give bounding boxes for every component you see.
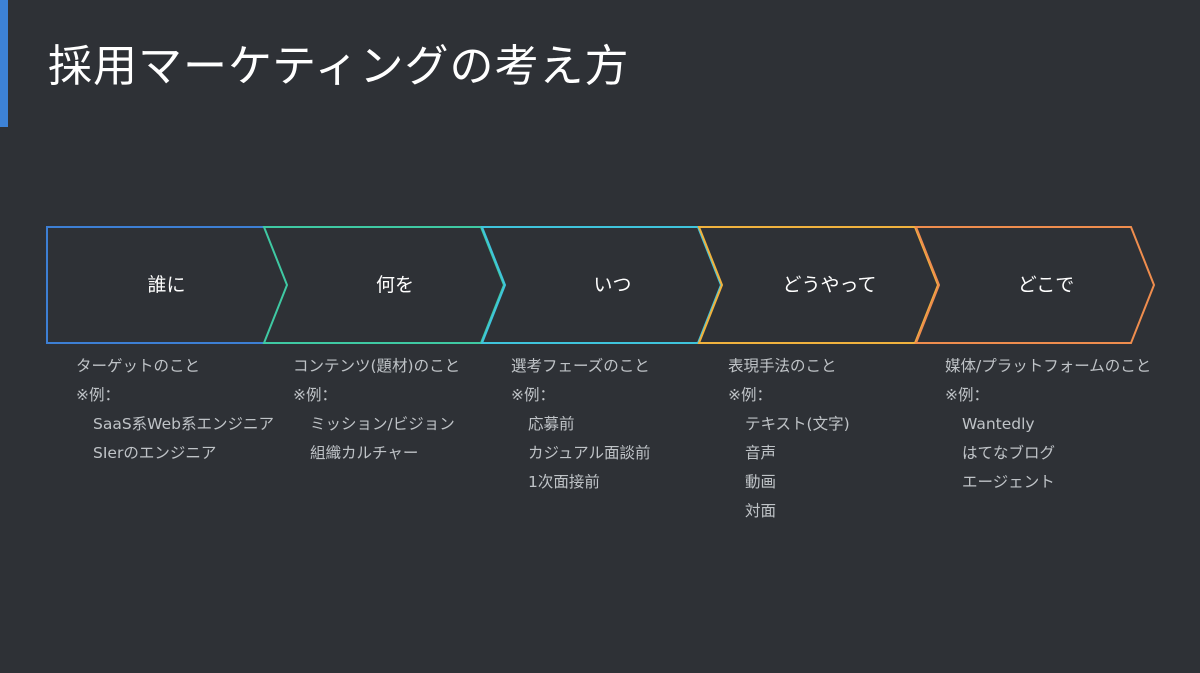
- step-label: 誰に: [147, 274, 186, 296]
- description-text: コンテンツ(題材)のこと: [293, 357, 461, 375]
- step-label: 何を: [375, 274, 414, 296]
- step-description-1: ターゲットのこと ※例： SaaS系Web系エンジニア SIerのエンジニア: [76, 352, 274, 468]
- step-description-4: 表現手法のこと ※例： テキスト(文字) 音声 動画 対面: [728, 352, 850, 526]
- description-text: ターゲットのこと: [76, 357, 201, 375]
- example-item: 対面: [745, 502, 777, 520]
- example-item: はてなブログ: [962, 444, 1056, 462]
- example-label: ※例：: [728, 386, 772, 404]
- step-description-5: 媒体/プラットフォームのこと ※例： Wantedly はてなブログ エージェン…: [945, 352, 1151, 497]
- example-item: テキスト(文字): [745, 415, 850, 433]
- chevron-step-5: [914, 226, 1156, 344]
- title-accent-bar: [0, 0, 8, 127]
- example-label: ※例：: [76, 386, 120, 404]
- example-item: ミッション/ビジョン: [310, 415, 455, 433]
- step-label: どこで: [1017, 274, 1075, 296]
- step-description-3: 選考フェーズのこと ※例： 応募前 カジュアル面談前 1次面接前: [511, 352, 650, 497]
- description-text: 表現手法のこと: [728, 357, 837, 375]
- example-item: カジュアル面談前: [528, 444, 651, 462]
- step-description-2: コンテンツ(題材)のこと ※例： ミッション/ビジョン 組織カルチャー: [293, 352, 460, 468]
- description-text: 媒体/プラットフォームのこと: [945, 357, 1152, 375]
- example-label: ※例：: [945, 386, 989, 404]
- slide-title: 採用マーケティングの考え方: [48, 41, 630, 92]
- step-label: いつ: [593, 274, 632, 296]
- example-item: エージェント: [962, 473, 1055, 491]
- example-item: SIerのエンジニア: [93, 444, 217, 462]
- example-item: 動画: [745, 473, 777, 491]
- example-label: ※例：: [511, 386, 555, 404]
- example-item: 1次面接前: [528, 473, 600, 491]
- example-item: Wantedly: [962, 415, 1035, 433]
- example-item: 応募前: [528, 415, 575, 433]
- step-label: どうやって: [782, 274, 877, 296]
- example-label: ※例：: [293, 386, 337, 404]
- example-item: 音声: [745, 444, 777, 462]
- example-item: SaaS系Web系エンジニア: [93, 415, 274, 433]
- example-item: 組織カルチャー: [310, 444, 419, 462]
- description-text: 選考フェーズのこと: [511, 357, 650, 375]
